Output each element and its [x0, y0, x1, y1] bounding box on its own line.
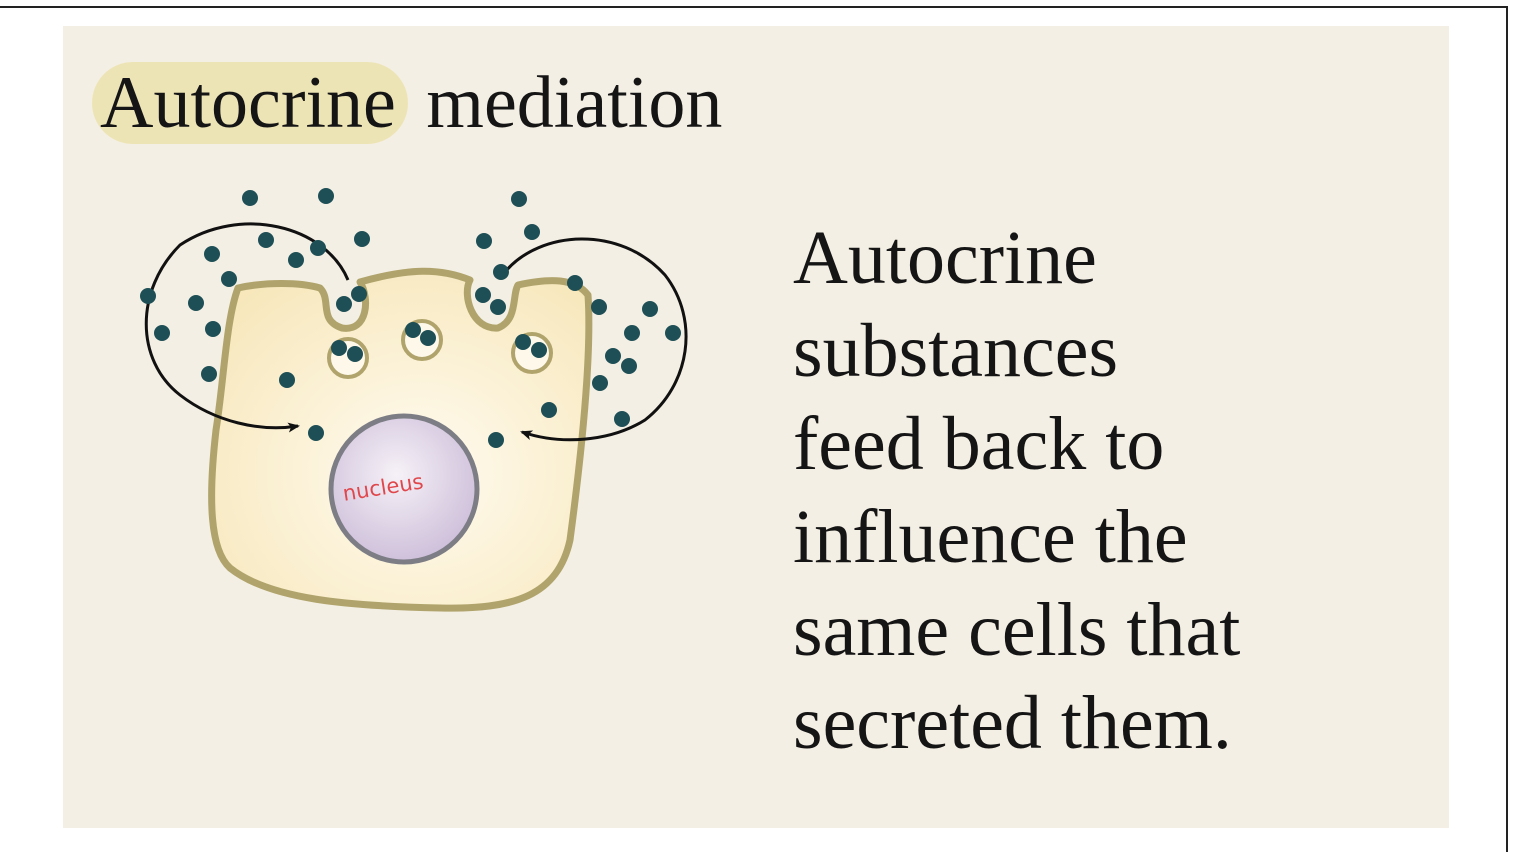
- title-highlight: Autocrine: [92, 62, 408, 144]
- nucleus: [328, 413, 480, 565]
- description-line: Autocrine: [793, 216, 1097, 300]
- description-line: secreted them.: [793, 681, 1232, 765]
- title-rest: mediation: [426, 62, 723, 144]
- signaling-molecules: [140, 188, 681, 448]
- feedback-arrow-left: [144, 222, 350, 433]
- description-line: influence the: [793, 495, 1188, 579]
- frame-top-border: [0, 6, 1508, 8]
- feedback-arrow-right: [503, 237, 688, 442]
- slide-title: Autocrine mediation: [92, 58, 723, 148]
- description-line: feed back to: [793, 402, 1165, 486]
- description-text: Autocrine substances feed back to influe…: [793, 212, 1433, 770]
- description-line: same cells that: [793, 588, 1241, 672]
- autocrine-diagram: nucleus: [140, 188, 688, 612]
- frame-right-border: [1506, 6, 1508, 852]
- description-line: substances: [793, 309, 1119, 393]
